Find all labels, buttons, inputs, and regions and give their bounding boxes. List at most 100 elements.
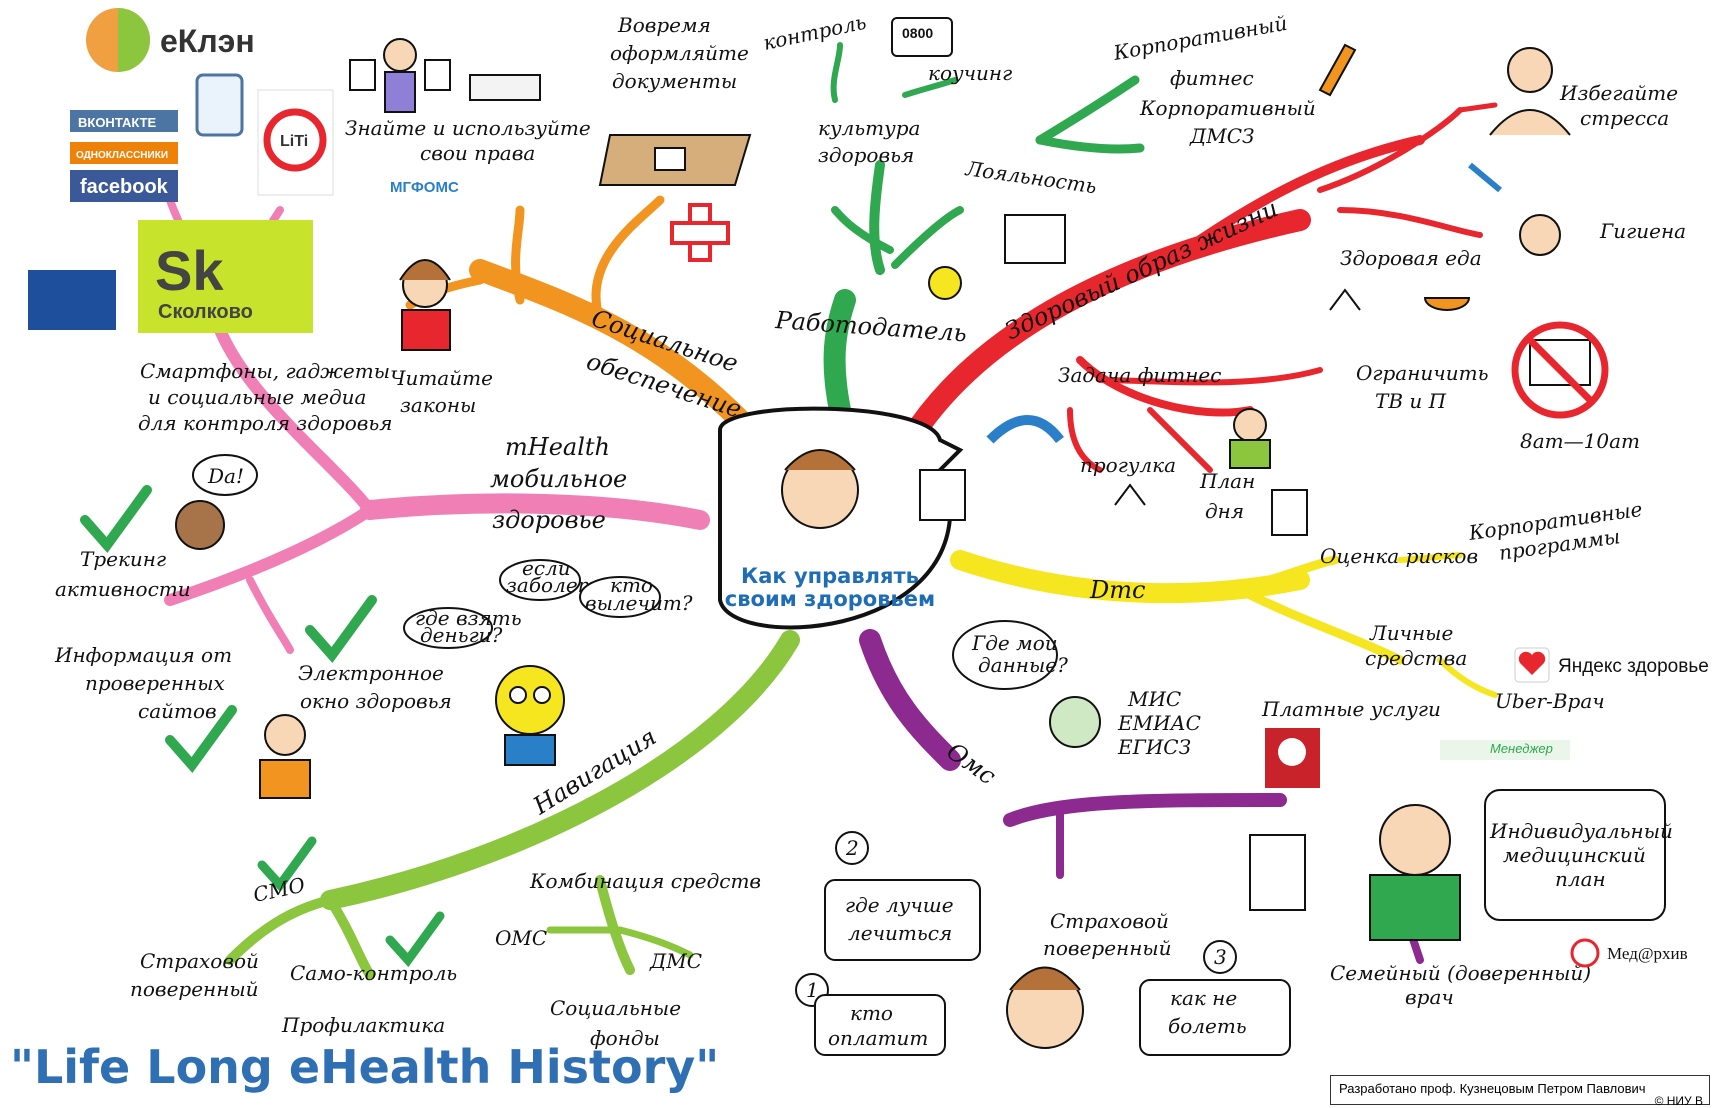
checkmark-icon <box>165 705 237 773</box>
number-2-circle <box>835 831 869 865</box>
counter-text: 0800 <box>902 25 933 41</box>
insurer-2: поверенный <box>130 977 259 1001</box>
prevention-label: Профилактика <box>281 1013 445 1037</box>
reading-girl-icon <box>399 259 451 351</box>
e-window-2: окно здоровья <box>300 689 452 713</box>
smiling-boy-icon <box>175 500 225 550</box>
health-culture-2: здоровья <box>818 143 914 167</box>
docs-3: документы <box>612 69 737 93</box>
coaching-label: коучинг <box>928 61 1012 85</box>
vk-badge <box>70 110 178 132</box>
loyalty-label: Лояльность <box>963 156 1098 198</box>
notebook-icon <box>1004 214 1066 264</box>
vk-text: ВКОНТАКТЕ <box>78 115 157 130</box>
books-stack-icon <box>469 74 541 101</box>
number-3-circle <box>1203 940 1237 974</box>
corp-dms-1: Корпоративный <box>1139 96 1316 120</box>
where-treat-2: лечиться <box>848 921 952 945</box>
center-node: Как управлять своим здоровьем <box>718 406 966 630</box>
bubble-sick-1: если <box>522 556 571 580</box>
who-pays-1: кто <box>850 1001 893 1025</box>
bubble-money-2: деньги? <box>420 623 503 647</box>
manager-logo <box>1440 740 1570 760</box>
family-1: Семейный (доверенный) <box>1330 961 1591 985</box>
skolkovo-sk: Sk <box>155 239 224 302</box>
center-title-line2: своим здоровьем <box>725 587 935 611</box>
num-1: 1 <box>806 978 819 1002</box>
medarchive-logo-icon <box>1570 938 1600 968</box>
e-window-1: Электронное <box>298 661 444 685</box>
thought-bubble-who <box>579 576 661 618</box>
read-laws-1: Читайте <box>390 366 493 390</box>
branch-healthy <box>899 102 1498 473</box>
not-sick-1: как не <box>1170 986 1237 1010</box>
document-icon <box>919 469 966 521</box>
no-computer-icon <box>1511 321 1609 419</box>
where-data-2: данные? <box>978 653 1068 677</box>
docs-2: оформляйте <box>610 41 749 65</box>
da-text: Da! <box>207 464 244 488</box>
tracking-1: Трекинг <box>80 547 166 571</box>
healthy-food-label: Здоровая еда <box>1340 246 1482 270</box>
personal-1: Личные <box>1369 621 1453 645</box>
where-treat-1: где лучше <box>845 893 954 917</box>
docs-1: Вовремя <box>617 13 711 37</box>
reading-person-icon <box>1229 408 1271 469</box>
info-2: проверенных <box>85 671 225 695</box>
person-with-papers-icon <box>349 38 451 113</box>
branch-label-employer: Работодатель <box>774 306 968 347</box>
plan-2: медицинский <box>1503 843 1646 867</box>
plan-3: план <box>1555 867 1606 891</box>
stretching-man-icon <box>986 415 1064 444</box>
where-data-bubble <box>952 620 1058 690</box>
reading-boy-icon <box>259 714 311 799</box>
checkmark-icon <box>385 911 445 968</box>
liti-text: LiTi <box>280 133 308 150</box>
skolkovo-text: Сколково <box>158 301 253 323</box>
insurer-oms-1: Страховой <box>1050 909 1169 933</box>
dms-small-label: ДМС <box>649 949 702 973</box>
pencil-icon <box>1318 43 1357 97</box>
paid-label: Платные услуги <box>1261 697 1441 721</box>
yandex-label: Яндекс здоровье <box>1558 656 1709 677</box>
limit-tv-1: Ограничить <box>1356 361 1488 385</box>
day-plan-2: дня <box>1205 499 1244 523</box>
self-control-label: Само-контроль <box>290 961 457 985</box>
gadgets-1: Смартфоны, гаджеты <box>140 359 390 383</box>
bubble-who-2: вылечит? <box>585 591 693 615</box>
bubble-who-1: кто <box>610 573 653 597</box>
plan-1: Индивидуальный <box>1489 819 1673 843</box>
social-funds-2: фонды <box>590 1026 660 1050</box>
thought-bubble-sick <box>499 559 581 601</box>
personal-2: средства <box>1365 646 1467 670</box>
mis-2: ЕМИАС <box>1117 711 1201 735</box>
not-sick-2: болеть <box>1168 1014 1247 1038</box>
checkmark-icon <box>305 595 377 663</box>
footer-title: "Life Long eHealth History" <box>10 1040 720 1094</box>
plan-bubble <box>1484 789 1666 921</box>
washing-face-icon <box>1519 214 1561 256</box>
center-title-line1: Как управлять <box>741 564 919 588</box>
time-range: 8am—10am <box>1520 429 1640 453</box>
eklon-logo: еКлэн <box>86 8 255 72</box>
uber-label: Uber-Врач <box>1495 689 1605 713</box>
who-pays-bubble <box>814 994 946 1056</box>
branch-employer <box>823 42 1145 421</box>
credit-line2: © НИУ В <box>1654 1094 1703 1108</box>
family-2: врач <box>1405 985 1454 1009</box>
red-cross-icon <box>670 203 730 262</box>
fitness-task-label: Задача фитнес <box>1058 363 1221 387</box>
liti-ring-icon <box>263 108 327 172</box>
ok-badge <box>70 142 178 164</box>
who-pays-2: оплатит <box>828 1026 928 1050</box>
da-speech-bubble <box>192 454 258 496</box>
doctor-with-plan-icon <box>1249 804 1461 941</box>
tracking-2: активности <box>55 577 191 601</box>
branch-label-dms: Dmc <box>1089 576 1145 604</box>
avoid-stress-2: стресса <box>1580 106 1669 130</box>
credit-box: Разработано проф. Кузнецовым Петром Павл… <box>1330 1075 1710 1108</box>
bubble-money-1: где взять <box>415 606 522 630</box>
running-man-icon <box>1329 288 1361 311</box>
oms-small-label: ОМС <box>495 926 547 950</box>
